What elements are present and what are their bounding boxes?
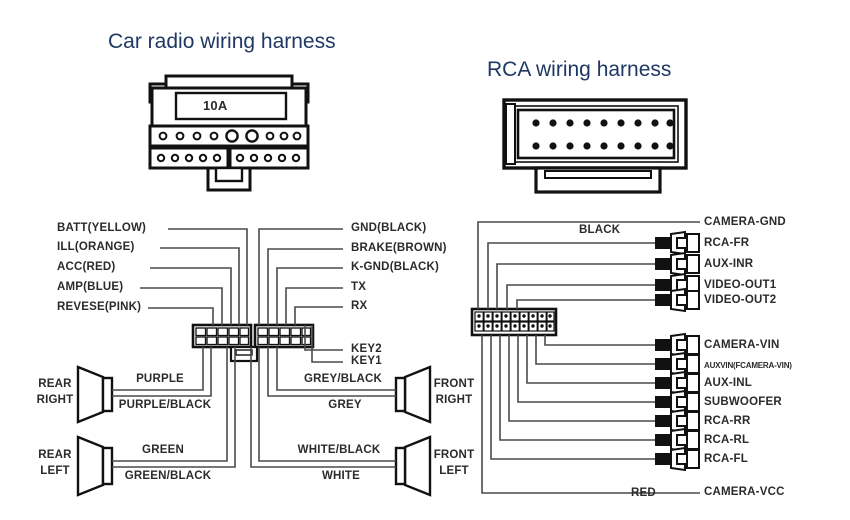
- wire-label-red: RED: [631, 487, 656, 499]
- wire-label-grey-black: GREY/BLACK: [303, 373, 383, 385]
- rca-connector-body: [502, 98, 688, 194]
- speaker-wires: [112, 347, 396, 468]
- main-harness-center-connector: [191, 323, 315, 363]
- wire-label-gnd: GND(BLACK): [351, 222, 427, 234]
- rca-plug-icon: [655, 251, 700, 277]
- wire-label-k-gnd: K-GND(BLACK): [351, 261, 439, 273]
- fuse-rating-label: 10A: [203, 98, 228, 113]
- speaker-label-front-right-2: RIGHT: [435, 394, 473, 406]
- rca-label-camera-vin: CAMERA-VIN: [704, 339, 780, 351]
- wire-label-ill: ILL(ORANGE): [57, 241, 135, 253]
- wire-label-green-black: GREEN/BLACK: [124, 470, 212, 482]
- rca-plug-icons: [655, 230, 700, 472]
- speaker-rear-right: [76, 365, 114, 424]
- wire-label-brake: BRAKE(BROWN): [351, 242, 447, 254]
- rca-plug-icon: [655, 427, 700, 453]
- rca-label-subwoofer: SUBWOOFER: [704, 396, 782, 408]
- speaker-label-front-right-1: FRONT: [433, 378, 475, 390]
- speaker-label-rear-left-1: REAR: [38, 449, 72, 461]
- title-car-radio-harness: Car radio wiring harness: [108, 30, 336, 53]
- rca-plug-icon: [655, 287, 700, 313]
- rca-label-video-out1: VIDEO-OUT1: [704, 279, 777, 291]
- rca-label-rca-rr: RCA-RR: [704, 415, 751, 427]
- title-rca-harness: RCA wiring harness: [487, 58, 672, 81]
- rca-label-rca-rl: RCA-RL: [704, 434, 750, 446]
- wire-label-white: WHITE: [321, 470, 361, 482]
- wire-label-green: GREEN: [142, 444, 184, 456]
- rca-label-aux-inr: AUX-INR: [704, 258, 754, 270]
- wire-label-black: BLACK: [579, 224, 621, 236]
- rca-plug-icon: [655, 332, 700, 358]
- speaker-rear-left: [76, 435, 114, 497]
- wire-label-batt: BATT(YELLOW): [57, 222, 147, 234]
- rca-label-rca-fl: RCA-FL: [704, 453, 748, 465]
- speaker-label-rear-right-2: RIGHT: [36, 394, 74, 406]
- wire-label-rx: RX: [351, 300, 368, 312]
- rca-label-camera-vcc: CAMERA-VCC: [704, 486, 785, 498]
- car-radio-connector-body: [148, 74, 310, 192]
- right-label-wires: [258, 228, 343, 363]
- rca-label-aux-inl: AUX-INL: [704, 377, 753, 389]
- wire-label-tx: TX: [351, 281, 367, 293]
- wire-label-white-black: WHITE/BLACK: [297, 444, 381, 456]
- wire-label-acc: ACC(RED): [57, 261, 116, 273]
- speaker-label-front-left-1: FRONT: [433, 449, 475, 461]
- speaker-label-rear-right-1: REAR: [38, 378, 72, 390]
- wire-label-revese: REVESE(PINK): [57, 301, 142, 313]
- rca-harness-terminal-block: [470, 307, 558, 337]
- left-label-wires: [140, 228, 248, 325]
- wire-label-key2: KEY2: [351, 343, 382, 355]
- rca-plug-icon: [655, 351, 700, 377]
- speaker-front-right: [394, 365, 432, 424]
- rca-plug-icon: [655, 230, 700, 256]
- rca-label-rca-fr: RCA-FR: [704, 237, 750, 249]
- rca-plug-icon: [655, 389, 700, 415]
- rca-label-camera-gnd: CAMERA-GND: [704, 216, 786, 228]
- speaker-label-front-left-2: LEFT: [439, 465, 469, 477]
- rca-plug-icon: [655, 408, 700, 434]
- wire-label-purple-black: PURPLE/BLACK: [118, 399, 212, 411]
- speaker-front-left: [394, 435, 432, 497]
- rca-harness-wires: [477, 221, 700, 494]
- speaker-label-rear-left-2: LEFT: [40, 465, 70, 477]
- rca-plug-icon: [655, 370, 700, 396]
- rca-connector-pins: [532, 119, 674, 150]
- rca-plug-icon: [655, 446, 700, 472]
- wire-label-grey: GREY: [328, 399, 362, 411]
- wire-label-key1: KEY1: [351, 355, 382, 367]
- car-radio-connector-pins: [156, 129, 302, 163]
- wire-label-amp: AMP(BLUE): [57, 281, 124, 293]
- rca-label-auxvin: AUXVIN(FCAMERA-VIN): [704, 361, 792, 370]
- rca-label-video-out2: VIDEO-OUT2: [704, 294, 777, 306]
- wire-label-purple: PURPLE: [136, 373, 184, 385]
